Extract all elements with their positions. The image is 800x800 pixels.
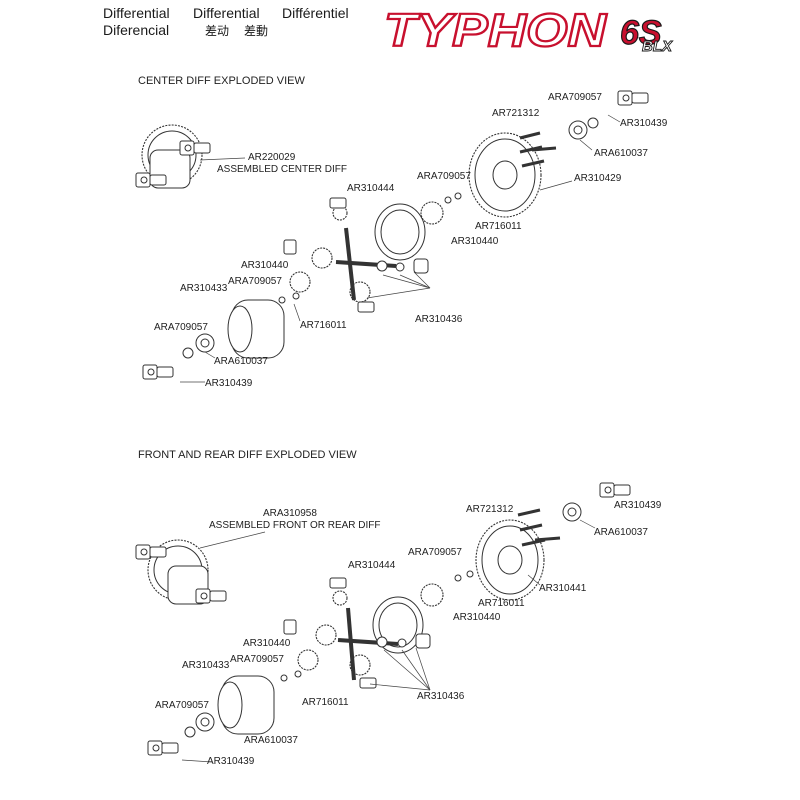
- center-label-ar721312: AR721312: [492, 108, 540, 119]
- title-es: Diferencial: [103, 22, 170, 38]
- center-label-ar310433: AR310433: [180, 283, 228, 294]
- center-label-ar310429: AR310429: [574, 173, 622, 184]
- center-diff-housing: [227, 299, 285, 359]
- fr-label-ara610037-top: ARA610037: [594, 527, 648, 538]
- title-zh-simplified: 差动: [205, 24, 230, 38]
- ring-gear: [475, 519, 545, 601]
- assembled-front-rear-diff: [135, 539, 227, 605]
- fr-label-ar310444: AR310444: [348, 560, 396, 571]
- title-en: Differential: [103, 5, 170, 21]
- center-label-ara610037-top: ARA610037: [594, 148, 648, 159]
- front-rear-diff-title: FRONT AND REAR DIFF EXPLODED VIEW: [138, 449, 357, 461]
- assembled-center-diff: [135, 124, 211, 189]
- logo-brand-text: TYPHON: [384, 4, 607, 54]
- center-label-ar310440-top: AR310440: [451, 236, 499, 247]
- center-label-ara709057-left: ARA709057: [228, 276, 282, 287]
- fr-label-ar310439-top: AR310439: [614, 500, 662, 511]
- center-label-ar310439-top: AR310439: [620, 118, 668, 129]
- center-assembled-name: ASSEMBLED CENTER DIFF: [217, 164, 348, 175]
- center-label-ara709057-bottom: ARA709057: [154, 322, 208, 333]
- fr-assembled-name: ASSEMBLED FRONT OR REAR DIFF: [209, 520, 381, 531]
- center-label-ara610037-bottom: ARA610037: [214, 356, 268, 367]
- center-diff-title: CENTER DIFF EXPLODED VIEW: [138, 75, 305, 87]
- center-label-ar310440-left: AR310440: [241, 260, 289, 271]
- fr-label-ara709057-bottom: ARA709057: [155, 700, 209, 711]
- front-rear-diff-housing: [217, 675, 275, 735]
- title-de: Differential: [193, 5, 260, 21]
- fr-label-ar716011-top: AR716011: [478, 598, 525, 609]
- center-label-ar716011-top: AR716011: [475, 221, 522, 232]
- title-fr: Différentiel: [282, 5, 349, 21]
- center-label-ara709057-mid: ARA709057: [417, 171, 471, 182]
- center-label-ara709057-top: ARA709057: [548, 92, 602, 103]
- title-zh-traditional: 差動: [244, 24, 269, 38]
- fr-label-ar310440-top: AR310440: [453, 612, 501, 623]
- front-rear-bolts: [517, 508, 561, 547]
- fr-label-ar310436: AR310436: [417, 691, 465, 702]
- fr-label-ar310439-bottom: AR310439: [207, 756, 255, 767]
- center-label-ar310436: AR310436: [415, 314, 463, 325]
- fr-label-ar716011-left: AR716011: [302, 697, 349, 708]
- fr-assembled-part-number: ARA310958: [263, 508, 317, 519]
- logo-version-text: BLX: [642, 38, 673, 54]
- center-assembled-part-number: AR220029: [248, 152, 296, 163]
- fr-label-ar310440-left: AR310440: [243, 638, 291, 649]
- center-label-ar716011-left: AR716011: [300, 320, 347, 331]
- center-label-ar310439-bottom: AR310439: [205, 378, 253, 389]
- fr-label-ar310441: AR310441: [539, 583, 587, 594]
- typhon-logo: TYPHON 6S BLX: [380, 3, 700, 59]
- logo-model-text: 6S: [620, 14, 662, 52]
- center-spur-gear: [468, 132, 542, 218]
- fr-label-ara610037-bottom: ARA610037: [244, 735, 298, 746]
- center-bolts: [519, 131, 557, 168]
- fr-label-ar721312: AR721312: [466, 504, 514, 515]
- fr-label-ara709057-mid: ARA709057: [408, 547, 462, 558]
- center-label-ar310444: AR310444: [347, 183, 395, 194]
- fr-label-ara709057-left: ARA709057: [230, 654, 284, 665]
- fr-label-ar310433: AR310433: [182, 660, 230, 671]
